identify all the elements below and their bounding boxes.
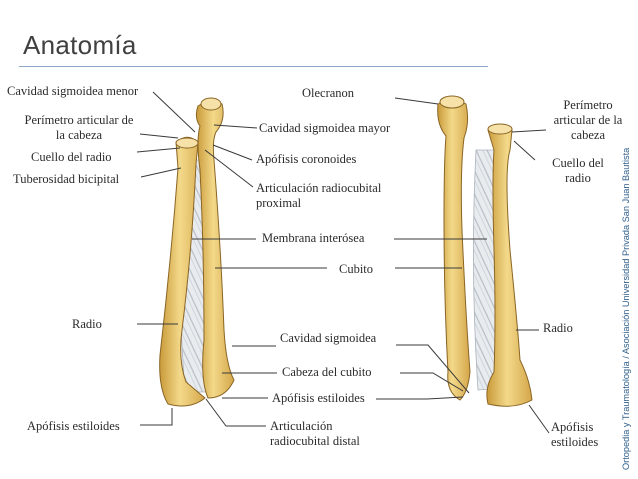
leader-cuello-left (136, 147, 181, 153)
label-line: la cabeza (55, 128, 103, 142)
label-cabeza-del-cubito: Cabeza del cubito (282, 365, 372, 379)
label-articulacion-radiocubital-proximal: Articulación radiocubital proximal (256, 181, 381, 211)
label-apofisis-estiloides-left: Apófisis estiloides (27, 419, 120, 433)
radius-bone-left (159, 136, 206, 407)
label-articulacion-radiocubital-distal: Articulación radiocubital distal (270, 419, 360, 449)
leader-tuberosidad (140, 167, 182, 178)
leader-cavidad-menor (152, 91, 196, 133)
label-cuello-del-radio-right: Cuello del radio (543, 156, 613, 186)
leader-cuello-right (513, 140, 536, 161)
leader-coronoides (212, 144, 253, 161)
label-perimetro-articular-cabeza-right: Perímetro articular de la cabeza (542, 98, 634, 143)
ulna-bone-right (437, 99, 471, 401)
label-cavidad-sigmoidea-mayor: Cavidad sigmoidea mayor (259, 121, 391, 135)
leader-perimetro-left (139, 133, 179, 139)
label-membrana-interosea: Membrana interósea (262, 231, 365, 245)
right-bone-pair (437, 95, 533, 407)
title-divider (19, 66, 488, 67)
label-line: articular de la (553, 113, 623, 127)
label-radio-left: Radio (72, 317, 102, 331)
label-apofisis-coronoides: Apófisis coronoides (256, 152, 357, 166)
leader-cavidad-mayor (213, 124, 258, 129)
label-line: Articulación radiocubital (256, 181, 382, 195)
label-line: radio (565, 171, 591, 185)
leader-olecranon (394, 97, 439, 105)
label-line: radiocubital distal (270, 434, 360, 448)
label-line: Apófisis (551, 420, 594, 434)
label-apofisis-estiloides-right: Apófisis estiloides (551, 420, 598, 450)
leader-apofisis-center-right (376, 396, 464, 400)
label-apofisis-estiloides-center: Apófisis estiloides (272, 391, 365, 405)
leader-art-distal (205, 398, 266, 427)
ulna-bone-left (195, 100, 235, 399)
label-cuello-del-radio-left: Cuello del radio (31, 150, 112, 164)
label-radio-right: Radio (543, 321, 573, 335)
label-line: Articulación (270, 419, 333, 433)
label-line: cabeza (571, 128, 605, 142)
leader-cavidad-sigmoidea-right (396, 344, 470, 394)
label-olecranon: Olecranon (302, 86, 355, 100)
label-tuberosidad-bicipital: Tuberosidad bicipital (13, 172, 120, 186)
leader-apofisis-left (140, 408, 173, 426)
leader-lines (136, 91, 550, 434)
label-line: proximal (256, 196, 302, 210)
label-cubito: Cubito (339, 262, 374, 276)
label-perimetro-articular-cabeza-left: Perímetro articular de la cabeza (13, 113, 145, 143)
label-line: Perímetro (563, 98, 613, 112)
left-bone-pair (159, 97, 235, 407)
label-cavidad-sigmoidea-menor: Cavidad sigmoidea menor (7, 84, 139, 98)
slide-title: Anatomía (23, 30, 137, 60)
leader-art-proximal (204, 149, 254, 188)
leader-apofisis-right (528, 404, 550, 434)
label-cavidad-sigmoidea: Cavidad sigmoidea (280, 331, 377, 345)
leader-cabeza-cubito-right (400, 372, 464, 392)
label-line: Perímetro articular de (24, 113, 134, 127)
radius-bone-right (486, 124, 533, 407)
label-line: estiloides (551, 435, 599, 449)
vertical-credit-text: Ortopedia y Traumatología / Asociación U… (621, 147, 631, 470)
leader-perimetro-right (511, 129, 547, 133)
label-line: Cuello del (552, 156, 604, 170)
